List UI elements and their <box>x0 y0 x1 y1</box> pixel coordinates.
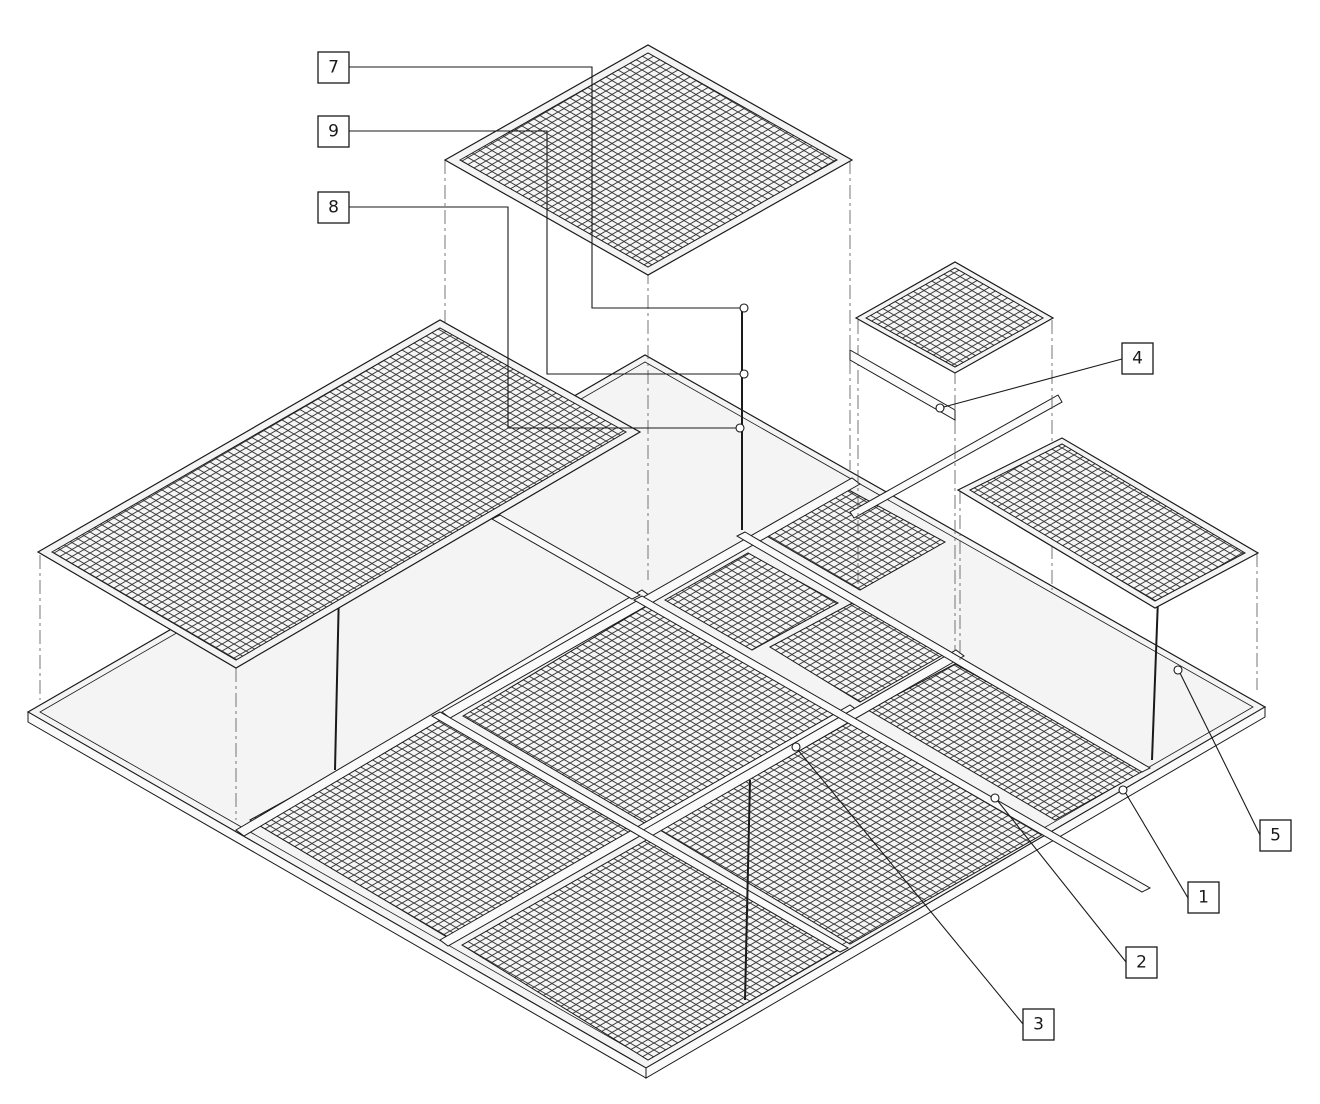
leader-2 <box>996 799 1127 963</box>
callout-8-text: 8 <box>328 198 339 218</box>
raised-cross-tee <box>849 394 1063 519</box>
callout-1-text: 1 <box>1198 888 1209 908</box>
callout-4: 4 <box>1121 342 1154 375</box>
left-panel-mesh <box>51 327 628 661</box>
leader-dot-7 <box>739 303 749 313</box>
callout-5: 5 <box>1259 819 1292 852</box>
callout-2: 2 <box>1125 946 1158 979</box>
callout-labels: 7 9 8 4 5 1 2 3 <box>317 51 1292 1041</box>
front-right-rail <box>645 706 1266 1079</box>
leader-5 <box>1179 672 1261 836</box>
leader-dot-9 <box>739 369 749 379</box>
leader-1 <box>1124 791 1189 899</box>
leader-dot-8 <box>735 423 745 433</box>
right-panel-mesh <box>968 443 1247 602</box>
leader-dot-3 <box>791 742 801 752</box>
callout-1: 1 <box>1187 881 1220 914</box>
top-panel-mesh <box>458 52 839 268</box>
exploded-panels <box>36 44 1260 669</box>
callout-4-text: 4 <box>1132 349 1143 369</box>
callout-9-text: 9 <box>328 122 339 142</box>
cross-tee-4 <box>735 531 1152 773</box>
cross-tee-2 <box>430 711 850 953</box>
leader-lines <box>349 66 1261 1025</box>
callout-3: 3 <box>1022 1008 1055 1041</box>
callout-9: 9 <box>317 115 350 148</box>
leader-9 <box>349 130 744 375</box>
small-panel-rail <box>849 349 956 421</box>
cross-rails <box>235 394 1152 953</box>
callout-8: 8 <box>317 191 350 224</box>
leader-dot-5 <box>1173 665 1183 675</box>
cross-tee-3 <box>632 595 1152 893</box>
callout-2-text: 2 <box>1136 953 1147 973</box>
panel-mid-small-1 <box>663 552 840 651</box>
callout-7: 7 <box>317 51 350 84</box>
leader-dot-1 <box>1118 785 1128 795</box>
callout-5-text: 5 <box>1270 826 1281 846</box>
leader-dot-2 <box>990 793 1000 803</box>
leader-4 <box>939 358 1123 409</box>
leader-7 <box>349 66 744 309</box>
callout-7-text: 7 <box>328 58 339 78</box>
hanger-rod-front <box>744 779 751 1001</box>
cross-tee-5 <box>490 514 642 600</box>
callout-3-text: 3 <box>1033 1015 1044 1035</box>
leader-8 <box>349 206 740 429</box>
leader-dot-4 <box>935 403 945 413</box>
leader-3 <box>797 749 1024 1025</box>
small-panel-mesh <box>864 267 1045 368</box>
